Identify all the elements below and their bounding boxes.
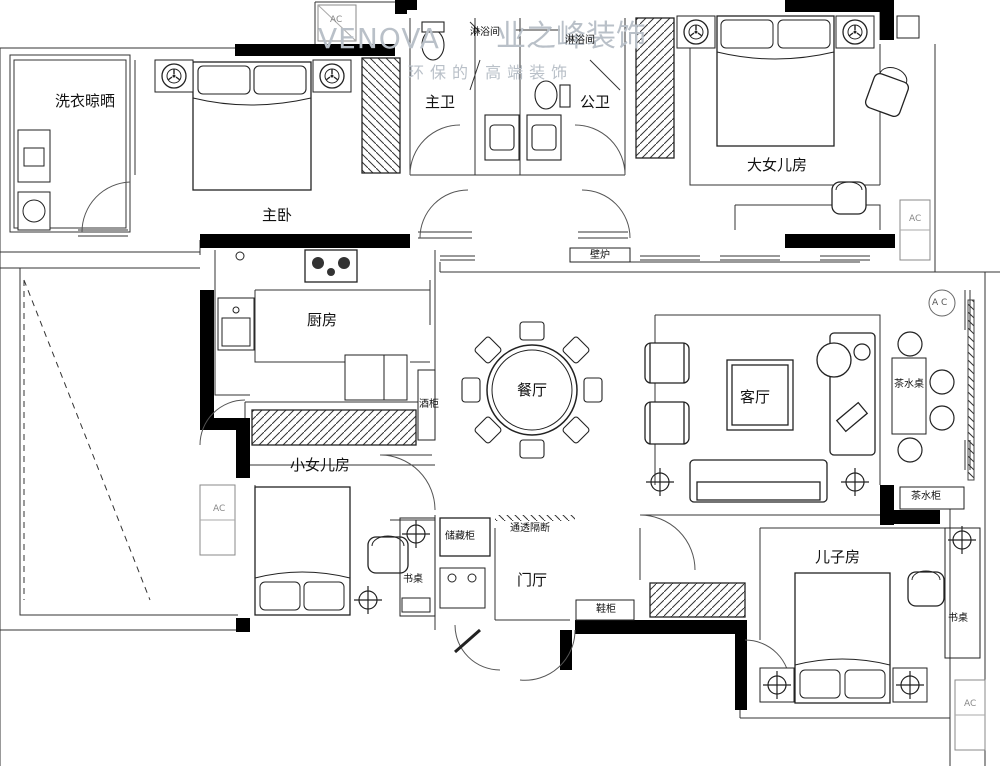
kitchen-drain — [235, 251, 245, 261]
bath-fixtures — [421, 21, 571, 161]
fireplace — [569, 247, 631, 263]
label-desk-1: 书桌 — [403, 574, 423, 585]
ac-unit-top — [317, 4, 357, 42]
entrance-cabinet — [439, 567, 486, 609]
lamp-right — [840, 467, 870, 497]
walls — [200, 0, 940, 710]
master-bed — [192, 61, 312, 191]
eldest-armchair — [864, 67, 910, 118]
label-ac-circle: A C — [932, 298, 948, 308]
label-partition: 通透隔断 — [510, 523, 550, 534]
eldest-nightstand-left — [676, 15, 716, 49]
label-fireplace: 壁炉 — [590, 250, 610, 261]
kitchen-counter-hatched — [251, 409, 417, 446]
label-kitchen: 厨房 — [307, 311, 338, 329]
laundry-fixtures — [17, 129, 51, 231]
tea-table — [891, 357, 927, 435]
label-son-room: 儿子房 — [815, 548, 861, 566]
younger-desk — [399, 517, 436, 617]
son-wardrobe — [649, 582, 746, 618]
master-nightstand-right — [312, 59, 352, 93]
lamp-left — [645, 467, 675, 497]
younger-bed — [254, 486, 351, 616]
fridge — [344, 354, 408, 401]
windows — [78, 60, 971, 470]
eldest-desk-chair — [831, 181, 867, 215]
sofa-right — [816, 332, 876, 456]
younger-desk-chair — [367, 535, 409, 574]
label-shoe-cabinet: 鞋柜 — [596, 604, 616, 615]
eldest-nightstand-right — [835, 15, 875, 49]
son-nightstands — [759, 667, 928, 703]
label-eldest-daughter: 大女儿房 — [747, 156, 808, 174]
watermark-brand: VENOVA — [318, 22, 440, 55]
label-ac-2: AC — [213, 504, 226, 514]
eldest-small-cabinet — [896, 15, 920, 39]
sofa-bottom — [689, 459, 828, 503]
watermark-slogan: 环保的 高端装饰 — [408, 63, 574, 82]
eldest-wardrobe — [635, 17, 675, 159]
dining-chairs — [461, 321, 603, 459]
younger-lamp-2 — [353, 585, 383, 615]
label-master-bath: 主卫 — [425, 93, 456, 111]
son-desk-lamp — [947, 525, 977, 555]
label-ac-1: AC — [909, 214, 922, 224]
label-tea-table: 茶水桌 — [894, 379, 924, 390]
wine-cabinet — [417, 369, 436, 441]
label-tea-cabinet: 茶水柜 — [911, 491, 941, 502]
ac-symbol-1 — [899, 199, 931, 261]
label-wine-cabinet: 酒柜 — [419, 399, 439, 410]
label-master-bedroom: 主卧 — [262, 206, 293, 224]
eldest-bed — [716, 15, 835, 147]
son-bed — [794, 572, 891, 704]
label-younger-daughter: 小女儿房 — [290, 456, 351, 474]
watermark-brand-cn: 业之峰装饰 — [496, 19, 646, 54]
ac-symbol-3 — [954, 679, 986, 751]
label-storage: 储藏柜 — [445, 531, 475, 542]
label-public-bath: 公卫 — [580, 93, 611, 111]
dining-table — [486, 344, 578, 436]
son-desk-chair — [907, 570, 945, 607]
label-shower-2: 淋浴间 — [565, 35, 595, 46]
label-desk-2: 书桌 — [948, 613, 968, 624]
coffee-table — [726, 359, 794, 431]
master-nightstand-left — [154, 59, 194, 93]
storage-cabinet — [439, 517, 491, 557]
label-entrance: 门厅 — [517, 571, 548, 589]
living-armchairs — [644, 342, 690, 445]
partition-dots — [495, 515, 575, 521]
tea-cabinet — [899, 486, 965, 510]
ac-symbol-2 — [199, 484, 236, 556]
shoe-cabinet — [575, 599, 635, 621]
label-shower-1: 淋浴间 — [470, 27, 500, 38]
sink — [217, 297, 255, 351]
curtain-right — [967, 299, 975, 481]
ac-circle — [928, 289, 956, 317]
stove — [304, 249, 358, 283]
master-wardrobe — [361, 57, 401, 174]
label-dining: 餐厅 — [517, 381, 548, 399]
label-ac-3: AC — [964, 699, 977, 709]
door-swings — [81, 124, 791, 686]
tea-stools — [853, 331, 955, 463]
label-ac-4: AC — [330, 15, 343, 25]
label-laundry: 洗衣晾晒 — [55, 92, 116, 110]
younger-book-shelf — [401, 597, 431, 613]
label-living: 客厅 — [740, 388, 771, 406]
